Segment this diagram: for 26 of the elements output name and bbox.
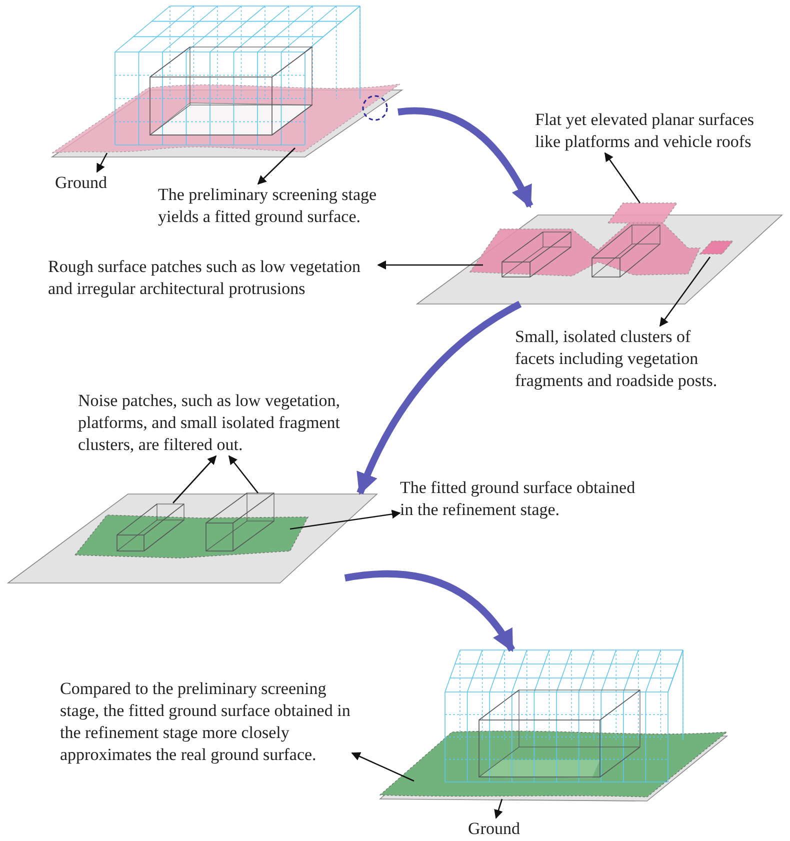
leader-line bbox=[604, 152, 641, 204]
leader-line bbox=[494, 798, 503, 819]
leader-line bbox=[172, 455, 217, 504]
leader-line bbox=[257, 148, 296, 185]
annotation-text: The fitted ground surface obtained in the refinement stage. bbox=[400, 477, 650, 521]
leader-line bbox=[228, 455, 259, 494]
annotation-text: Compared to the preliminary screening stage, the fitted ground surface obtained in the refinement stage more closely approximates the real ground surface. bbox=[60, 678, 352, 766]
curved-arrow bbox=[356, 300, 522, 496]
ground-surface-drawing bbox=[378, 650, 728, 802]
leader-line bbox=[290, 510, 401, 530]
annotation-text: Noise patches, such as low vegetation, platforms, and small isolated fragment clusters, are filtered out. bbox=[78, 390, 353, 456]
annotation-text: The preliminary screening stage yields a fitted ground surface. bbox=[158, 184, 386, 228]
ground-surface-drawing bbox=[50, 6, 404, 158]
ground-surface-drawing bbox=[416, 202, 784, 304]
leader-line bbox=[377, 260, 483, 270]
annotation-text: Ground bbox=[468, 818, 520, 840]
annotation-text: Rough surface patches such as low vegetation and irregular architectural protrusions bbox=[48, 256, 378, 300]
annotation-text: Small, isolated clusters of facets including vegetation fragments and roadside posts. bbox=[515, 326, 720, 392]
curved-arrow bbox=[398, 107, 534, 208]
curved-arrow bbox=[344, 570, 516, 652]
leader-line bbox=[351, 752, 414, 782]
annotation-text: Ground bbox=[55, 172, 107, 194]
ground-surface-drawing bbox=[6, 492, 378, 584]
leader-line bbox=[659, 256, 711, 327]
annotation-text: Flat yet elevated planar surfaces like platforms and vehicle roofs bbox=[535, 109, 767, 153]
leader-line bbox=[96, 152, 108, 173]
